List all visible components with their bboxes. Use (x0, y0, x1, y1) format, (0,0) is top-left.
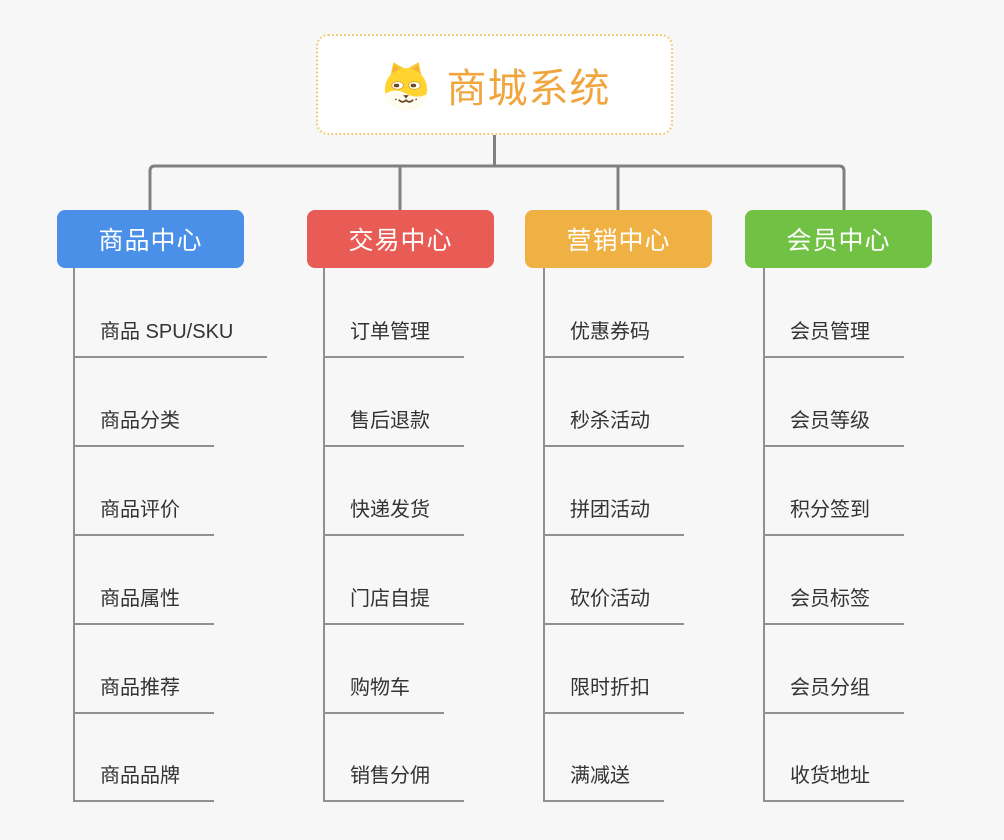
dog-face-icon (379, 58, 433, 112)
root-title: 商城系统 (446, 66, 611, 111)
leaf-label: 商品 SPU/SKU (73, 318, 268, 358)
leaf-label: 商品属性 (73, 585, 214, 625)
leaf-node[interactable]: 销售分佣 (323, 762, 464, 802)
leaf-node[interactable]: 会员等级 (763, 407, 904, 447)
leaf-label: 商品推荐 (73, 674, 214, 714)
leaf-node[interactable]: 收货地址 (763, 762, 904, 802)
branch-header-product-center[interactable]: 商品中心 (57, 210, 244, 268)
leaf-label: 拼团活动 (543, 496, 684, 536)
leaf-node[interactable]: 商品分类 (73, 407, 214, 447)
leaf-node[interactable]: 快递发货 (323, 496, 464, 536)
leaf-node[interactable]: 商品 SPU/SKU (73, 318, 268, 358)
leaf-label: 商品评价 (73, 496, 214, 536)
leaf-node[interactable]: 订单管理 (323, 318, 464, 358)
leaf-node[interactable]: 商品品牌 (73, 762, 214, 802)
leaf-node[interactable]: 商品属性 (73, 585, 214, 625)
leaf-node[interactable]: 限时折扣 (543, 674, 684, 714)
leaf-node[interactable]: 秒杀活动 (543, 407, 684, 447)
leaf-label: 购物车 (323, 674, 444, 714)
leaf-node[interactable]: 积分签到 (763, 496, 904, 536)
leaf-label: 快递发货 (323, 496, 464, 536)
leaf-label: 门店自提 (323, 585, 464, 625)
leaf-node[interactable]: 拼团活动 (543, 496, 684, 536)
leaf-label: 满减送 (543, 762, 664, 802)
leaf-node[interactable]: 优惠券码 (543, 318, 684, 358)
leaf-node[interactable]: 商品评价 (73, 496, 214, 536)
leaf-node[interactable]: 商品推荐 (73, 674, 214, 714)
leaf-label: 砍价活动 (543, 585, 684, 625)
leaf-label: 销售分佣 (323, 762, 464, 802)
leaf-node[interactable]: 门店自提 (323, 585, 464, 625)
leaf-node[interactable]: 售后退款 (323, 407, 464, 447)
leaf-node[interactable]: 满减送 (543, 762, 664, 802)
leaf-label: 订单管理 (323, 318, 464, 358)
leaf-label: 会员管理 (763, 318, 904, 358)
leaf-label: 秒杀活动 (543, 407, 684, 447)
leaf-label: 限时折扣 (543, 674, 684, 714)
leaf-label: 售后退款 (323, 407, 464, 447)
branch-header-marketing-center[interactable]: 营销中心 (525, 210, 712, 268)
root-node[interactable]: 商城系统 (316, 34, 673, 135)
leaf-label: 会员分组 (763, 674, 904, 714)
leaf-node[interactable]: 购物车 (323, 674, 444, 714)
leaf-label: 商品分类 (73, 407, 214, 447)
leaf-label: 积分签到 (763, 496, 904, 536)
branch-header-trade-center[interactable]: 交易中心 (307, 210, 494, 268)
branch-header-member-center[interactable]: 会员中心 (745, 210, 932, 268)
leaf-node[interactable]: 会员管理 (763, 318, 904, 358)
leaf-node[interactable]: 会员标签 (763, 585, 904, 625)
leaf-node[interactable]: 会员分组 (763, 674, 904, 714)
leaf-label: 收货地址 (763, 762, 904, 802)
branch-rail-line (148, 164, 846, 211)
leaf-label: 商品品牌 (73, 762, 214, 802)
leaf-label: 会员等级 (763, 407, 904, 447)
leaf-label: 优惠券码 (543, 318, 684, 358)
leaf-label: 会员标签 (763, 585, 904, 625)
leaf-node[interactable]: 砍价活动 (543, 585, 684, 625)
